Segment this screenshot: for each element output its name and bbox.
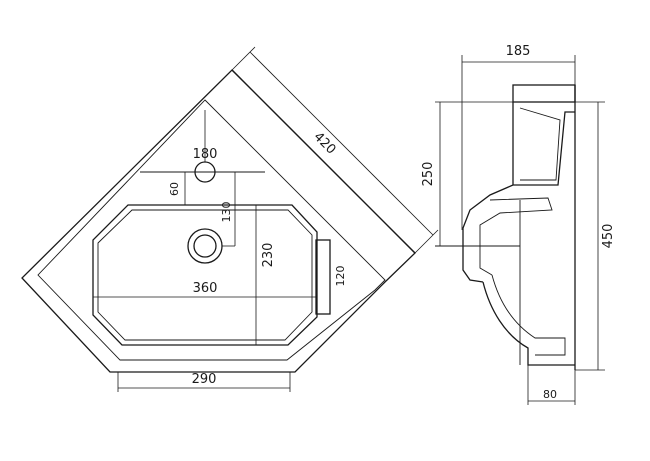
side-basin-inner <box>479 107 566 356</box>
dim-250-label: 250 <box>421 162 436 187</box>
dim-230-label: 230 <box>261 243 276 268</box>
basin-outer-outline <box>21 69 416 373</box>
dim-120-label: 120 <box>334 266 347 287</box>
side-view: 185 250 450 80 <box>421 44 616 405</box>
rim-edge <box>231 69 416 254</box>
dim-290-label: 290 <box>192 372 217 387</box>
dim-130-label: 130 <box>220 202 233 223</box>
overflow-slot <box>315 239 331 315</box>
side-rim <box>512 84 576 103</box>
dim-420-ext-1 <box>231 46 256 71</box>
side-basin-profile <box>462 102 575 366</box>
dim-60-label: 60 <box>168 182 181 196</box>
drain-outer <box>187 228 223 264</box>
bowl-inner-outline <box>97 209 313 341</box>
basin-inner-rim <box>37 99 386 361</box>
dim-420-line <box>249 51 434 236</box>
plan-view: 420 180 60 130 230 120 360 290 <box>21 46 439 392</box>
dim-80-label: 80 <box>543 388 557 401</box>
dim-360-label: 360 <box>193 281 218 296</box>
dim-450-label: 450 <box>601 224 616 249</box>
dim-180-label: 180 <box>193 147 218 162</box>
dim-185-label: 185 <box>506 44 531 59</box>
dim-420-ext-2 <box>414 229 439 254</box>
bowl-outline <box>92 204 318 346</box>
drain-inner <box>193 234 217 258</box>
